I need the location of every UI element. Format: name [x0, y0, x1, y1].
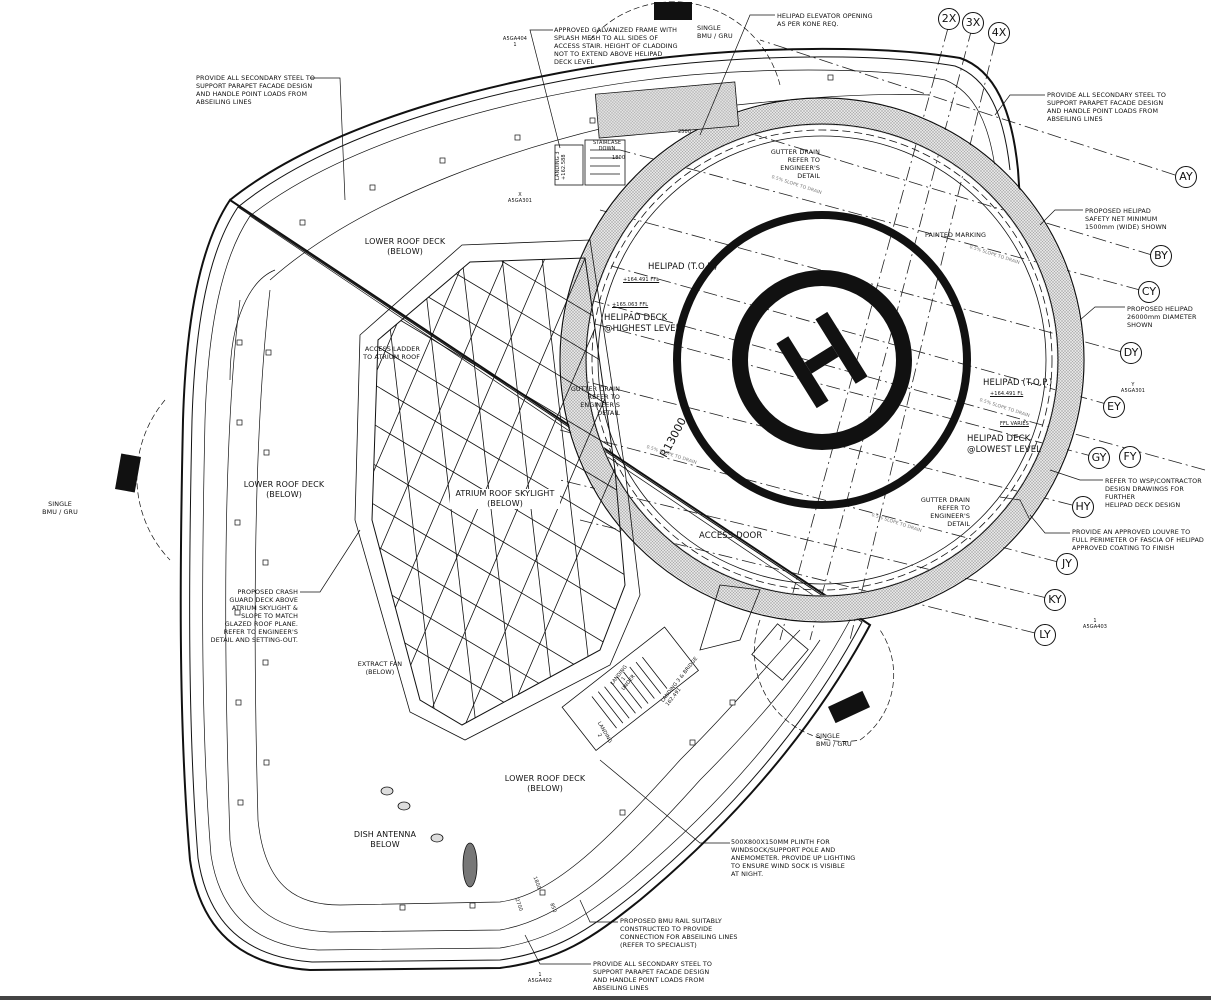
grid-bubble-ky: KY [1044, 589, 1066, 611]
note-refer-wsp: REFER TO WSP/CONTRACTOR DESIGN DRAWINGS … [1105, 477, 1202, 509]
bmu-reach-arcs [136, 1, 894, 742]
bmu-units [115, 2, 871, 724]
section-marker-num: X [518, 192, 522, 198]
section-marker-ref: A5GA403 [1082, 624, 1108, 630]
note-louvre: PROVIDE AN APPROVED LOUVRE TO FULL PERIM… [1072, 528, 1204, 552]
label-atrium-skylight: ATRIUM ROOF SKYLIGHT (BELOW) [450, 489, 560, 509]
dish-antennas [380, 786, 478, 888]
section-marker-ref: A5GA301 [1120, 388, 1146, 394]
section-marker-ref: A5GA402 [527, 978, 553, 984]
level-164-ffl-left: +164.491 FFL [623, 277, 660, 283]
helipad-h-marking [776, 311, 868, 409]
grid-bubble-hy: HY [1072, 496, 1094, 518]
leader-lines [300, 14, 1125, 965]
label-helipad-deck-lowest: HELIPAD DECK @LOWEST LEVEL [967, 434, 1042, 455]
stairs [554, 81, 809, 752]
grid-bubble-jy: JY [1056, 553, 1078, 575]
section-marker-num: 1 [513, 42, 517, 48]
section-marker-num: 1 [1093, 618, 1097, 624]
level-165-ffl: +165.063 FFL [612, 302, 649, 308]
label-staircase-down: STAIRCASE DOWN [593, 140, 622, 152]
section-marker-num: Y [1131, 382, 1135, 388]
note-crash-guard: PROPOSED CRASH GUARD DECK ABOVE ATRIUM S… [210, 588, 298, 644]
section-marker-ref: A5GA404 [502, 36, 528, 42]
dim-2500: 2500 [678, 129, 692, 135]
grid-bubble-3x: 3X [962, 12, 984, 34]
grid-bubble-ay: AY [1175, 166, 1197, 188]
sheet-border [0, 996, 1211, 1000]
grid-bubble-cy: CY [1138, 281, 1160, 303]
grid-bubble-by: BY [1150, 245, 1172, 267]
label-ffl-varies: FFL VARIES [1000, 421, 1029, 427]
note-windsock-plinth: 500X800X150MM PLINTH FOR WINDSOCK/SUPPOR… [731, 838, 856, 878]
label-landing-3: LANDING 3 +162.588 [555, 151, 567, 180]
note-access-ladder: ACCESS LADDER TO ATRIUM ROOF [363, 345, 420, 361]
label-helipad-top-right: HELIPAD (T.O.P.) [983, 378, 1053, 388]
note-painted-marking: PAINTED MARKING [925, 231, 987, 239]
note-secondary-steel-top-left: PROVIDE ALL SECONDARY STEEL TO SUPPORT P… [196, 74, 316, 106]
label-single-bmu-top: SINGLE BMU / GRU [697, 24, 733, 40]
grid-bubble-dy: DY [1120, 342, 1142, 364]
label-access-door[interactable]: ACCESS DOOR [699, 531, 763, 541]
label-dish-antenna: DISH ANTENNA BELOW [353, 830, 417, 849]
note-safety-net: PROPOSED HELIPAD SAFETY NET MINIMUM 1500… [1085, 207, 1167, 231]
note-bmu-rail: PROPOSED BMU RAIL SUITABLY CONSTRUCTED T… [620, 917, 738, 949]
label-helipad-top-left: HELIPAD (T.O.P.) [648, 262, 718, 272]
grid-bubble-ey: EY [1103, 396, 1125, 418]
note-secondary-steel-right: PROVIDE ALL SECONDARY STEEL TO SUPPORT P… [1047, 91, 1167, 123]
note-gutter-drain-right: GUTTER DRAIN REFER TO ENGINEER'S DETAIL [920, 496, 970, 528]
helipad [559, 97, 1085, 623]
label-lower-roof-deck-left: LOWER ROOF DECK (BELOW) [243, 480, 325, 499]
note-gutter-drain-left: GUTTER DRAIN REFER TO ENGINEER'S DETAIL [570, 385, 620, 417]
note-elevator-opening: HELIPAD ELEVATOR OPENING AS PER KONE REQ… [777, 12, 873, 28]
dim-1800-top: 1800 [612, 155, 626, 161]
note-galvanized-frame: APPROVED GALVANIZED FRAME WITH SPLASH ME… [554, 26, 678, 66]
grid-bubble-fy: FY [1119, 446, 1141, 468]
grid-bubble-4x: 4X [988, 22, 1010, 44]
grid-bubble-gy: GY [1088, 447, 1110, 469]
section-marker-num: 1 [538, 972, 542, 978]
label-lower-roof-deck-top: LOWER ROOF DECK (BELOW) [364, 237, 446, 256]
section-marker-ref: A5GA301 [507, 198, 533, 204]
note-extract-fan: EXTRACT FAN (BELOW) [357, 660, 403, 676]
grid-bubble-2x: 2X [938, 8, 960, 30]
level-164-fl-right: +164.491 FL [990, 391, 1024, 397]
label-single-bmu-bottom: SINGLE BMU / GRU [816, 732, 852, 748]
roof-perimeter [179, 47, 1021, 972]
note-helipad-diameter: PROPOSED HELIPAD 26000mm DIAMETER SHOWN [1127, 305, 1197, 329]
label-helipad-deck-highest: HELIPAD DECK @HIGHEST LEVEL [604, 313, 681, 334]
label-lower-roof-deck-bottom: LOWER ROOF DECK (BELOW) [504, 774, 586, 793]
note-secondary-steel-bottom: PROVIDE ALL SECONDARY STEEL TO SUPPORT P… [593, 960, 713, 992]
label-single-bmu-left: SINGLE BMU / GRU [42, 500, 78, 516]
grid-bubble-ly: LY [1034, 624, 1056, 646]
note-gutter-drain-top: GUTTER DRAIN REFER TO ENGINEER'S DETAIL [770, 148, 820, 180]
